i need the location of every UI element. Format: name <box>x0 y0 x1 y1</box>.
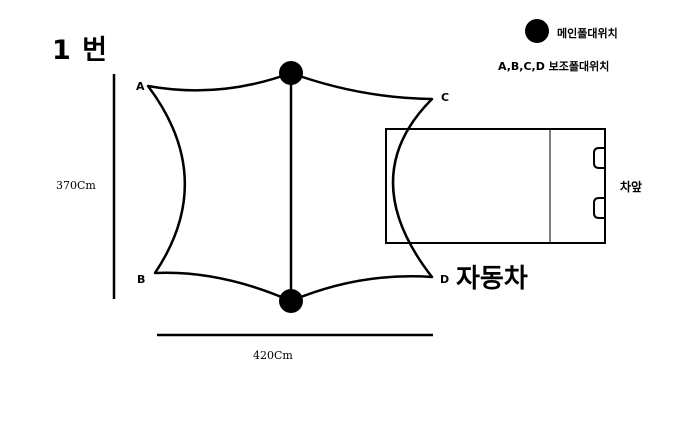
headlight-top <box>593 147 605 169</box>
page-title: 1 번 <box>52 35 109 66</box>
car-label: 자동차 <box>456 264 528 294</box>
headlight-bottom <box>593 197 605 219</box>
legend-main-pole-label: 메인폴대위치 <box>557 27 618 40</box>
main-pole-top <box>279 61 303 85</box>
car-front-label: 차앞 <box>620 180 643 194</box>
corner-label-d: D <box>440 273 450 286</box>
main-pole-bottom <box>279 289 303 313</box>
corner-label-c: C <box>441 91 450 104</box>
corner-label-a: A <box>136 80 145 93</box>
legend-main-pole-icon <box>525 19 549 43</box>
corner-label-b: B <box>137 273 146 286</box>
width-dimension-label: 420Cm <box>253 349 293 362</box>
legend-aux-pole-label: A,B,C,D 보조폴대위치 <box>498 60 610 73</box>
height-dimension-label: 370Cm <box>56 179 96 192</box>
car-body <box>385 128 606 244</box>
